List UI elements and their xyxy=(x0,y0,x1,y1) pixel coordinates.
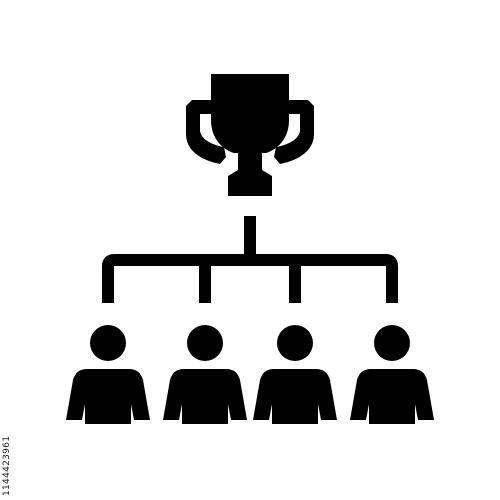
person-icon-4 xyxy=(350,325,434,424)
person-head xyxy=(277,325,313,361)
person-head xyxy=(374,325,410,361)
person-icon-2 xyxy=(163,325,247,424)
person-body xyxy=(163,369,247,424)
person-body xyxy=(253,369,337,424)
trophy-right-handle xyxy=(274,100,314,164)
stock-image-id: 1144423961 xyxy=(2,435,12,496)
connector-lines xyxy=(102,216,398,303)
trophy-cup xyxy=(211,74,289,196)
person-icon-1 xyxy=(66,325,150,424)
trophy-icon xyxy=(186,74,314,196)
horizontal-branch xyxy=(102,254,398,303)
person-body xyxy=(350,369,434,424)
person-icon-3 xyxy=(253,325,337,424)
person-head xyxy=(90,325,126,361)
trophy-left-handle xyxy=(186,100,226,164)
person-body xyxy=(66,369,150,424)
person-head xyxy=(187,325,223,361)
